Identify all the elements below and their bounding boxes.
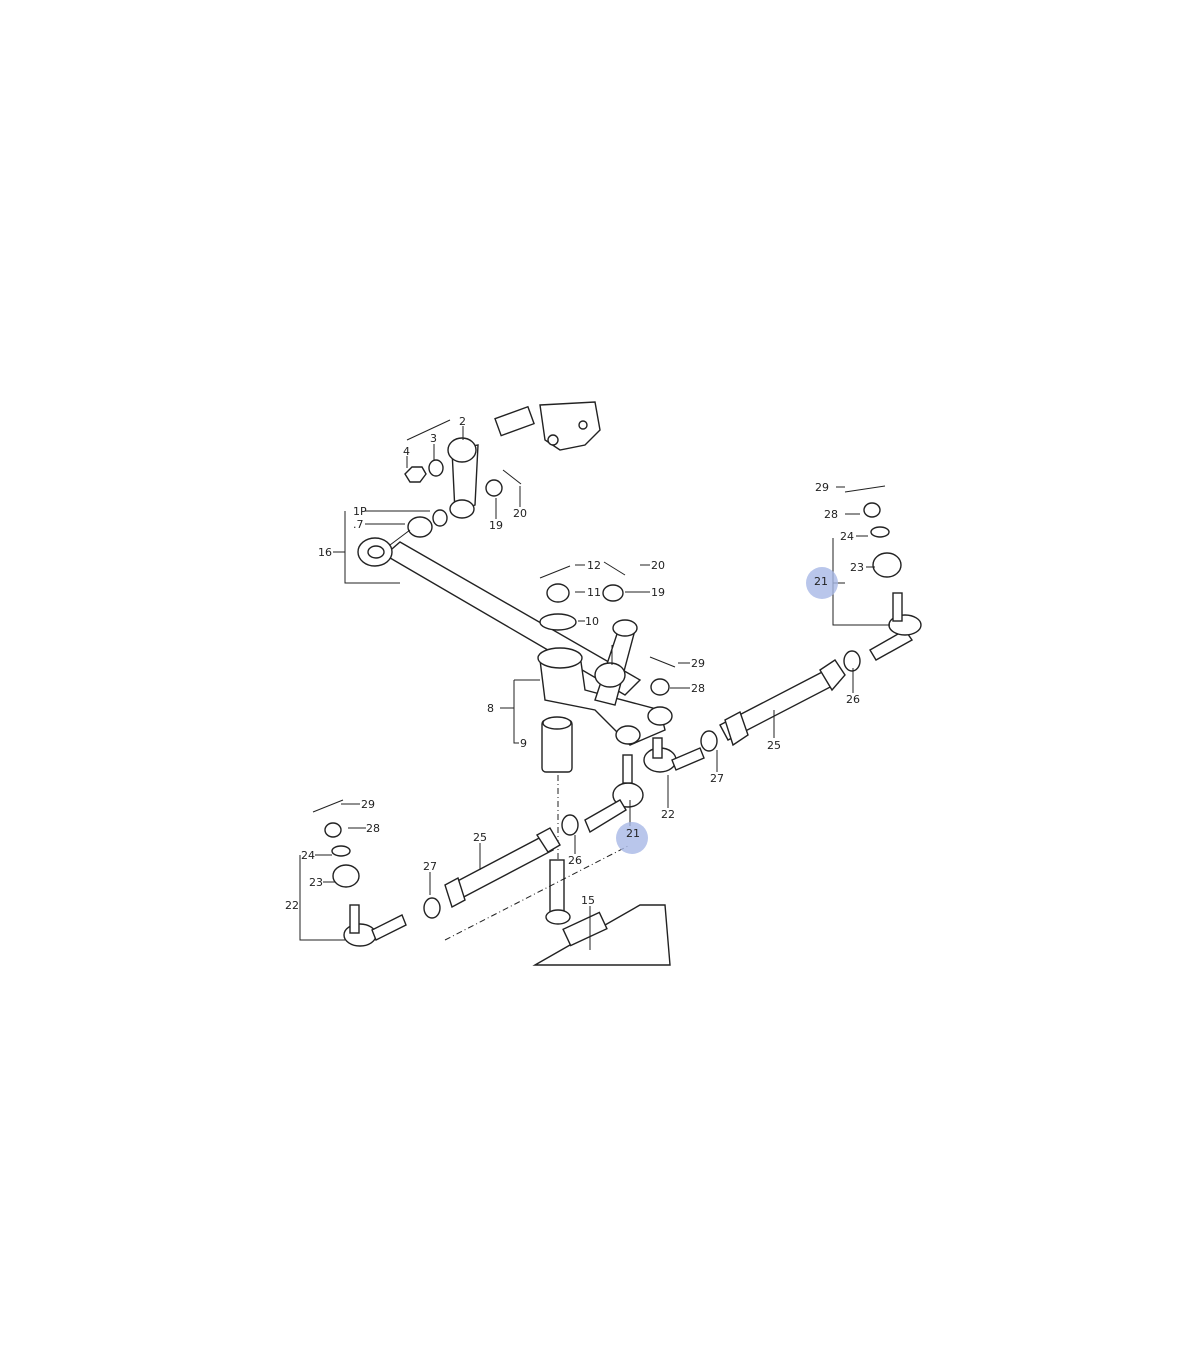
- label-15: 15: [581, 894, 595, 907]
- highlight-marker-21-center[interactable]: [616, 822, 648, 854]
- pitman-arm: [447, 437, 479, 519]
- label-22b: 22: [285, 899, 299, 912]
- steering-gearbox: [494, 401, 601, 451]
- label-26b: 26: [568, 854, 582, 867]
- highlight-marker-21-right[interactable]: [806, 567, 838, 599]
- label-23: 23: [309, 876, 323, 889]
- frame-crossmember: [532, 904, 671, 966]
- nuts-washers-top: [404, 459, 522, 538]
- label-21-right: 21: [814, 575, 828, 588]
- label-27: 27: [710, 772, 724, 785]
- label-3: 3: [430, 432, 437, 445]
- label-9: 9: [520, 737, 527, 750]
- label-4: 4: [403, 445, 410, 458]
- label-28: 28: [691, 682, 705, 695]
- label-18: 1P: [353, 505, 367, 518]
- label-25: 25: [767, 739, 781, 752]
- label-2: 2: [459, 415, 466, 428]
- label-27b: 27: [423, 860, 437, 873]
- label-26: 26: [846, 693, 860, 706]
- label-29c: 29: [815, 481, 829, 494]
- label-19b: 19: [651, 586, 665, 599]
- leader-lines: [299, 419, 890, 950]
- label-22: 22: [661, 808, 675, 821]
- label-29b: 29: [361, 798, 375, 811]
- label-10: 10: [585, 615, 599, 628]
- label-12: 12: [587, 559, 601, 572]
- idler-arm: [537, 561, 676, 746]
- label-28b: 28: [366, 822, 380, 835]
- part-labels: 2 3 4 19 20 1P .7 16 12 20 11 19 10 29 2…: [285, 415, 864, 912]
- left-tie-rod: [312, 754, 644, 947]
- label-17: .7: [353, 518, 364, 531]
- label-8: 8: [487, 702, 494, 715]
- right-tie-rod: [643, 485, 922, 773]
- label-19: 19: [489, 519, 503, 532]
- label-20: 20: [513, 507, 527, 520]
- label-24: 24: [301, 849, 315, 862]
- label-24b: 24: [840, 530, 854, 543]
- label-29: 29: [691, 657, 705, 670]
- label-23b: 23: [850, 561, 864, 574]
- label-16: 16: [318, 546, 332, 559]
- label-11: 11: [587, 586, 601, 599]
- label-20b: 20: [651, 559, 665, 572]
- label-21-center: 21: [626, 827, 640, 840]
- bushing-and-bolt: [541, 716, 573, 925]
- label-28c: 28: [824, 508, 838, 521]
- label-25b: 25: [473, 831, 487, 844]
